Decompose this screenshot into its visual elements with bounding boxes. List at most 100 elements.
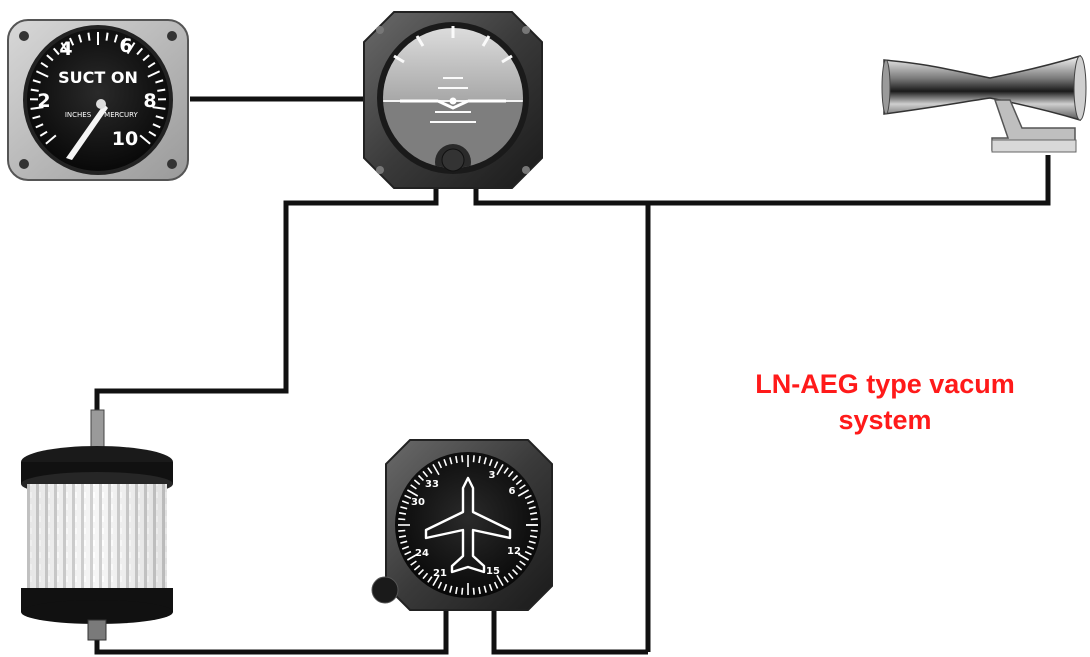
- attitude-indicator: [363, 11, 543, 189]
- gauge-tick: [515, 564, 523, 571]
- gauge-tick: [507, 470, 514, 478]
- heading-indicator: 33 3 6 12 15 21 24 30: [371, 439, 553, 611]
- gauge-tick: [483, 457, 487, 465]
- heading-indicator-dial: [395, 452, 541, 598]
- gauge-tick: [517, 553, 530, 561]
- gauge-tick: [413, 564, 421, 571]
- gauge-tick: [121, 37, 127, 46]
- heading-scale-3: 3: [489, 470, 496, 481]
- suction-gauge-ticks: [29, 32, 167, 145]
- suction-scale-6: 6: [119, 35, 132, 57]
- gauge-tick: [517, 489, 530, 497]
- line-horizon-to-filter: [94, 181, 439, 418]
- gauge-tick: [432, 463, 440, 476]
- gauge-tick: [455, 455, 458, 464]
- gauge-tick: [155, 115, 164, 120]
- heading-aircraft-symbol: [424, 476, 512, 574]
- gauge-tick: [46, 54, 54, 62]
- gauge-tick: [437, 581, 443, 589]
- gauge-tick: [483, 585, 487, 593]
- gauge-tick: [528, 540, 536, 544]
- gauge-tick: [69, 37, 75, 46]
- gauge-tick: [142, 54, 150, 62]
- gauge-tick: [32, 115, 41, 120]
- line-horizon-to-venturi: [473, 155, 1051, 206]
- gauge-tick: [478, 455, 481, 464]
- gauge-tick: [526, 500, 535, 505]
- attitude-adjust-knob: [441, 148, 465, 172]
- gauge-tick: [488, 583, 493, 592]
- gauge-tick: [406, 553, 419, 561]
- attitude-bank-ticks: [393, 26, 513, 64]
- gauge-tick: [417, 474, 425, 482]
- gauge-tick: [461, 587, 464, 595]
- gauge-tick: [422, 470, 429, 478]
- gauge-tick: [45, 134, 57, 145]
- gauge-tick: [52, 47, 60, 56]
- gauge-tick: [449, 457, 453, 465]
- gauge-tick: [437, 461, 443, 469]
- gauge-tick: [398, 535, 407, 538]
- gauge-tick: [530, 529, 538, 532]
- gauge-tick: [398, 518, 406, 521]
- gauge-tick: [60, 42, 70, 55]
- diagram-title-line2: system: [838, 405, 932, 435]
- gauge-tick: [526, 545, 535, 550]
- heading-scale-12: 12: [507, 546, 521, 557]
- gauge-tick: [30, 88, 39, 92]
- gauge-tick: [105, 32, 109, 41]
- gauge-tick: [443, 458, 448, 467]
- gauge-tick: [413, 479, 421, 486]
- diagram-title: LN-AEG type vacum system: [700, 366, 1070, 438]
- heading-scale-6: 6: [509, 486, 516, 497]
- gauge-tick: [155, 79, 164, 84]
- gauge-tick: [493, 581, 499, 589]
- gauge-tick: [503, 576, 509, 583]
- gauge-tick: [528, 506, 536, 510]
- gauge-tick: [404, 494, 412, 500]
- gauge-tick: [30, 106, 44, 110]
- gauge-tick: [478, 586, 481, 595]
- gauge-tick: [519, 484, 526, 490]
- suction-gauge: 4 6 2 8 10 SUCT ON INCHES MERCURY: [7, 19, 189, 181]
- gauge-tick: [398, 529, 406, 532]
- gauge-tick: [147, 70, 161, 78]
- gauge-tick: [443, 583, 448, 592]
- gauge-tick: [507, 572, 514, 580]
- gauge-tick: [417, 568, 425, 576]
- vacuum-filter: [21, 409, 173, 641]
- gauge-tick: [455, 586, 458, 595]
- gauge-tick: [432, 574, 440, 587]
- gauge-tick: [511, 474, 519, 482]
- line-heading-to-manifold: [491, 610, 648, 655]
- suction-sublabel-left: INCHES: [65, 111, 92, 119]
- heading-scale-15: 15: [486, 566, 500, 577]
- gauge-tick: [410, 484, 417, 490]
- gauge-tick: [148, 130, 157, 137]
- gauge-tick: [78, 34, 83, 43]
- gauge-tick: [529, 535, 538, 538]
- gauge-tick: [530, 518, 538, 521]
- gauge-tick: [401, 545, 410, 550]
- gauge-tick: [422, 572, 429, 580]
- gauge-tick: [136, 47, 144, 56]
- gauge-tick: [496, 463, 504, 476]
- gauge-tick: [524, 550, 532, 556]
- gauge-tick: [524, 494, 532, 500]
- gauge-tick: [126, 42, 136, 55]
- suction-scale-8: 8: [143, 90, 156, 112]
- gauge-tick: [410, 560, 417, 566]
- gauge-tick: [152, 106, 166, 110]
- heading-scale-30: 30: [411, 497, 425, 508]
- line-filter-to-heading: [94, 610, 449, 655]
- suction-sublabel-right: MERCURY: [104, 111, 138, 119]
- gauge-tick: [488, 458, 493, 467]
- heading-scale-24: 24: [415, 548, 429, 559]
- heading-scale-21: 21: [433, 568, 447, 579]
- attitude-miniature-aircraft: [400, 97, 506, 110]
- gauge-tick: [147, 62, 156, 69]
- gauge-tick: [40, 62, 49, 69]
- gauge-tick: [152, 123, 161, 129]
- suction-needle: [66, 104, 108, 160]
